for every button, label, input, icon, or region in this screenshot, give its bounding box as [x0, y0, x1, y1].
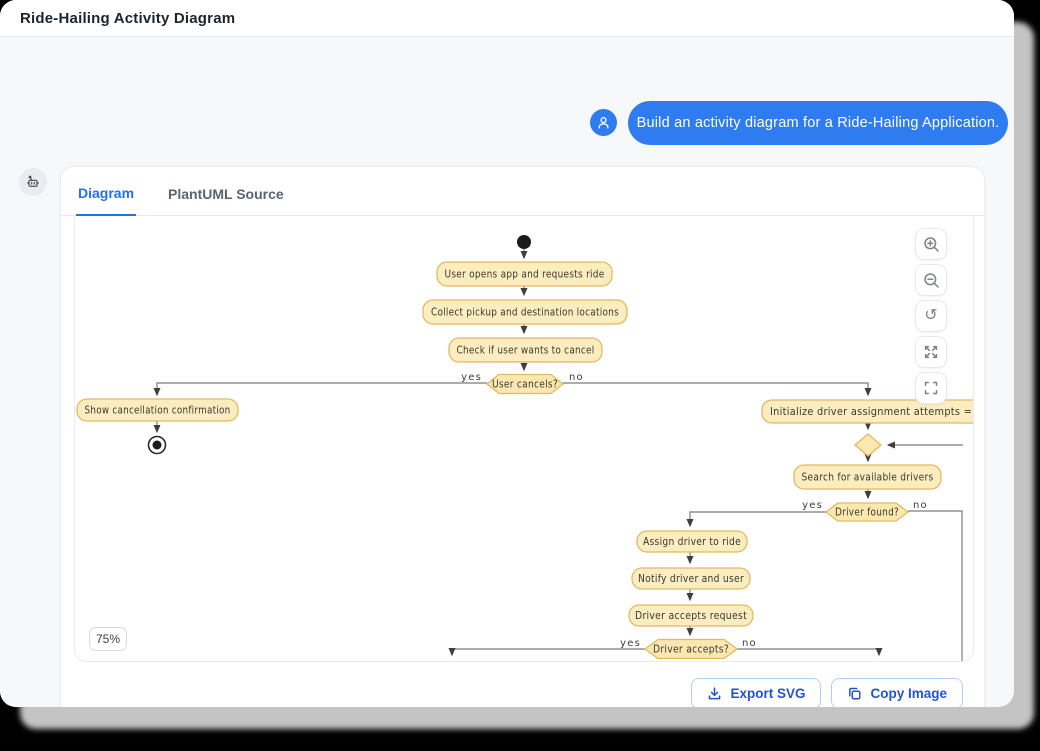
- assistant-avatar: [19, 168, 47, 196]
- label-no: no: [569, 372, 584, 383]
- node-check-cancel: Check if user wants to cancel: [449, 338, 602, 362]
- reset-icon: ↺: [924, 308, 937, 324]
- activity-diagram-canvas: yes no yes no yes no User opens ap: [75, 216, 973, 661]
- copy-image-button[interactable]: Copy Image: [831, 678, 963, 707]
- node-open-app: User opens app and requests ride: [437, 262, 612, 286]
- page-title: Ride-Hailing Activity Diagram: [20, 10, 235, 27]
- svg-text:Show cancellation confirmation: Show cancellation confirmation: [85, 405, 231, 417]
- svg-text:Initialize driver assignment a: Initialize driver assignment attempts = …: [770, 406, 973, 418]
- export-svg-label: Export SVG: [730, 686, 805, 701]
- node-show-cancellation: Show cancellation confirmation: [77, 399, 238, 421]
- decision-driver-found: Driver found?: [826, 503, 908, 521]
- zoom-out-icon: [923, 272, 940, 289]
- app-window: Ride-Hailing Activity Diagram Build an a…: [0, 0, 1014, 707]
- reset-view-button[interactable]: ↺: [915, 300, 947, 332]
- svg-text:Driver found?: Driver found?: [835, 507, 899, 519]
- diagram-viewport[interactable]: yes no yes no yes no User opens ap: [74, 216, 974, 662]
- app-header: Ride-Hailing Activity Diagram: [0, 0, 1014, 37]
- tab-bar: Diagram PlantUML Source: [61, 167, 984, 216]
- fit-view-button[interactable]: [915, 372, 947, 404]
- svg-text:Search for available drivers: Search for available drivers: [802, 472, 934, 484]
- main-content: Build an activity diagram for a Ride-Hai…: [0, 37, 1014, 707]
- label-no: no: [913, 500, 928, 511]
- tab-diagram[interactable]: Diagram: [76, 185, 136, 217]
- label-no: no: [742, 638, 757, 649]
- node-assign-driver: Assign driver to ride: [637, 531, 747, 552]
- user-avatar: [590, 109, 617, 136]
- decision-user-cancels: User cancels?: [487, 375, 563, 394]
- node-collect-locations: Collect pickup and destination locations: [423, 300, 627, 324]
- zoom-controls: ↺: [915, 228, 947, 404]
- svg-text:Notify driver and user: Notify driver and user: [638, 573, 744, 585]
- copy-image-label: Copy Image: [870, 686, 947, 701]
- expand-icon: [923, 344, 939, 360]
- decision-driver-accepts: Driver accepts?: [645, 640, 737, 659]
- label-yes: yes: [620, 638, 641, 649]
- robot-icon: [25, 174, 41, 190]
- svg-text:Check if user wants to cancel: Check if user wants to cancel: [457, 345, 595, 357]
- fit-view-icon: [923, 380, 939, 396]
- svg-text:Driver accepts request: Driver accepts request: [635, 610, 747, 622]
- label-yes: yes: [802, 500, 823, 511]
- svg-text:User cancels?: User cancels?: [492, 379, 558, 391]
- zoom-out-button[interactable]: [915, 264, 947, 296]
- svg-text:Collect pickup and destination: Collect pickup and destination locations: [431, 307, 619, 319]
- copy-icon: [847, 686, 862, 701]
- person-icon: [595, 114, 612, 131]
- node-notify: Notify driver and user: [632, 568, 750, 589]
- user-chat-bubble: Build an activity diagram for a Ride-Hai…: [628, 101, 1008, 145]
- zoom-in-icon: [923, 236, 940, 253]
- export-svg-button[interactable]: Export SVG: [691, 678, 821, 707]
- tab-plantuml-source[interactable]: PlantUML Source: [166, 186, 286, 215]
- node-search-drivers: Search for available drivers: [794, 465, 941, 489]
- svg-text:Driver accepts?: Driver accepts?: [653, 644, 729, 656]
- expand-button[interactable]: [915, 336, 947, 368]
- merge-diamond: [855, 434, 881, 456]
- svg-text:User opens app and requests ri: User opens app and requests ride: [445, 269, 605, 281]
- zoom-in-button[interactable]: [915, 228, 947, 260]
- start-node: [517, 235, 531, 249]
- node-accepts-request: Driver accepts request: [629, 605, 753, 626]
- diagram-card: Diagram PlantUML Source: [60, 166, 985, 707]
- svg-text:Assign driver to ride: Assign driver to ride: [643, 536, 741, 548]
- download-icon: [707, 686, 722, 701]
- zoom-level-badge: 75%: [89, 627, 127, 651]
- label-yes: yes: [461, 372, 482, 383]
- card-footer: Export SVG Copy Image: [691, 678, 963, 707]
- end-node: [149, 437, 166, 454]
